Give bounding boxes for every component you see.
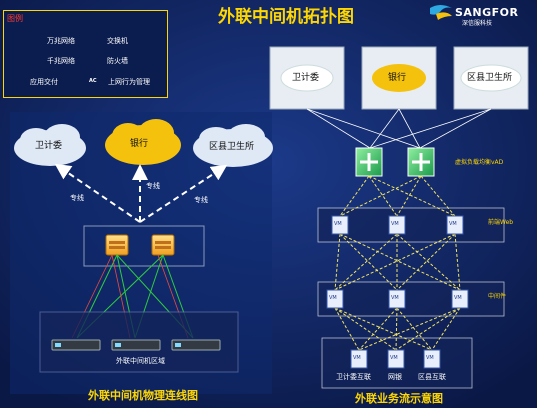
flow-cloud-bank	[372, 64, 426, 92]
legend-app-delivery-label: 应用交付	[30, 78, 58, 86]
vm-web-1	[331, 215, 349, 235]
vm-db-2	[387, 349, 405, 369]
switch-group-box	[83, 225, 205, 267]
flow-caption: 外联业务流示意图	[355, 392, 443, 405]
flow-mw-db-links	[334, 307, 461, 351]
legend-behavior-label: 上网行为管理	[108, 78, 150, 86]
flow-top-links	[306, 108, 492, 149]
cloud-bank	[105, 119, 181, 165]
legend-firewall-label: 防火墙	[107, 57, 128, 65]
dedicated-line-arrows	[54, 163, 228, 223]
vm-mw-1	[326, 289, 344, 309]
vm-mw-2	[388, 289, 406, 309]
flow-label-bank: 银行	[388, 73, 407, 83]
vm-web-3-label: VM	[449, 221, 457, 227]
db-label-bank: 网银	[388, 373, 402, 381]
vad-icon-2	[407, 147, 435, 177]
link-label-weijiwei: 专线	[70, 194, 84, 202]
flow-web-mw-links	[334, 233, 461, 291]
flow-cloud-district	[460, 64, 522, 92]
vm-db-1	[350, 349, 368, 369]
brand-subtitle: 深信服科技	[462, 20, 493, 27]
vm-web-2	[388, 215, 406, 235]
vm-mw-2-label: VM	[391, 295, 399, 301]
cloud-district	[193, 124, 273, 167]
vm-mw-3-label: VM	[454, 295, 462, 301]
cloud-label-district: 区县卫生所	[209, 142, 255, 152]
flow-vad-web-links	[339, 175, 456, 217]
legend-10g-label: 万兆网络	[47, 37, 75, 45]
server-icon-3	[171, 339, 221, 351]
legend-title: 图例	[7, 14, 23, 23]
web-tier-label: 前端Web	[488, 219, 514, 226]
vm-mw-1-label: VM	[329, 295, 337, 301]
web-tier-box	[317, 207, 505, 243]
sangfor-logo-icon	[430, 5, 452, 20]
vm-db-2-label: VM	[390, 355, 398, 361]
link-label-district: 专线	[194, 196, 208, 204]
physical-caption: 外联中间机物理连线图	[88, 389, 198, 402]
link-label-bank: 专线	[146, 182, 160, 190]
legend-box	[3, 10, 168, 98]
page-title: 外联中间机拓扑图	[218, 7, 354, 27]
cloud-label-bank: 银行	[130, 139, 149, 149]
vm-web-1-label: VM	[334, 221, 342, 227]
vad-label: 虚拟负载均衡vAD	[455, 159, 504, 166]
vm-web-3	[446, 215, 464, 235]
flow-cloud-weijiwei	[280, 64, 334, 92]
brand-name: SANGFOR	[455, 6, 519, 19]
middleware-tier-box	[317, 281, 505, 317]
vm-mw-3	[451, 289, 469, 309]
flow-label-district: 区县卫生所	[467, 73, 513, 83]
cloud-label-weijiwei: 卫计委	[35, 141, 63, 151]
flow-top-boxes	[269, 46, 529, 110]
middleware-tier-label: 中间件	[488, 293, 507, 300]
vm-db-3-label: VM	[426, 355, 434, 361]
server-icon-1	[51, 339, 101, 351]
server-area-label: 外联中间机区域	[116, 357, 165, 365]
db-label-district: 区县互联	[418, 373, 446, 381]
switch-icon-1	[105, 234, 129, 256]
cloud-weijiwei	[14, 124, 86, 166]
vad-icon-1	[355, 147, 383, 177]
flow-label-weijiwei: 卫计委	[292, 73, 320, 83]
vm-web-2-label: VM	[391, 221, 399, 227]
switch-icon-2	[151, 234, 175, 256]
vm-db-3	[423, 349, 441, 369]
link-arrow-district	[139, 164, 228, 223]
db-label-weijiwei: 卫计委互联	[336, 373, 371, 381]
server-icon-2	[111, 339, 161, 351]
link-arrow-weijiwei	[54, 163, 141, 223]
vm-db-1-label: VM	[353, 355, 361, 361]
legend-switch-label: 交换机	[107, 37, 128, 45]
legend-1g-label: 千兆网络	[47, 57, 75, 65]
legend-ac-text: AC	[89, 78, 97, 84]
